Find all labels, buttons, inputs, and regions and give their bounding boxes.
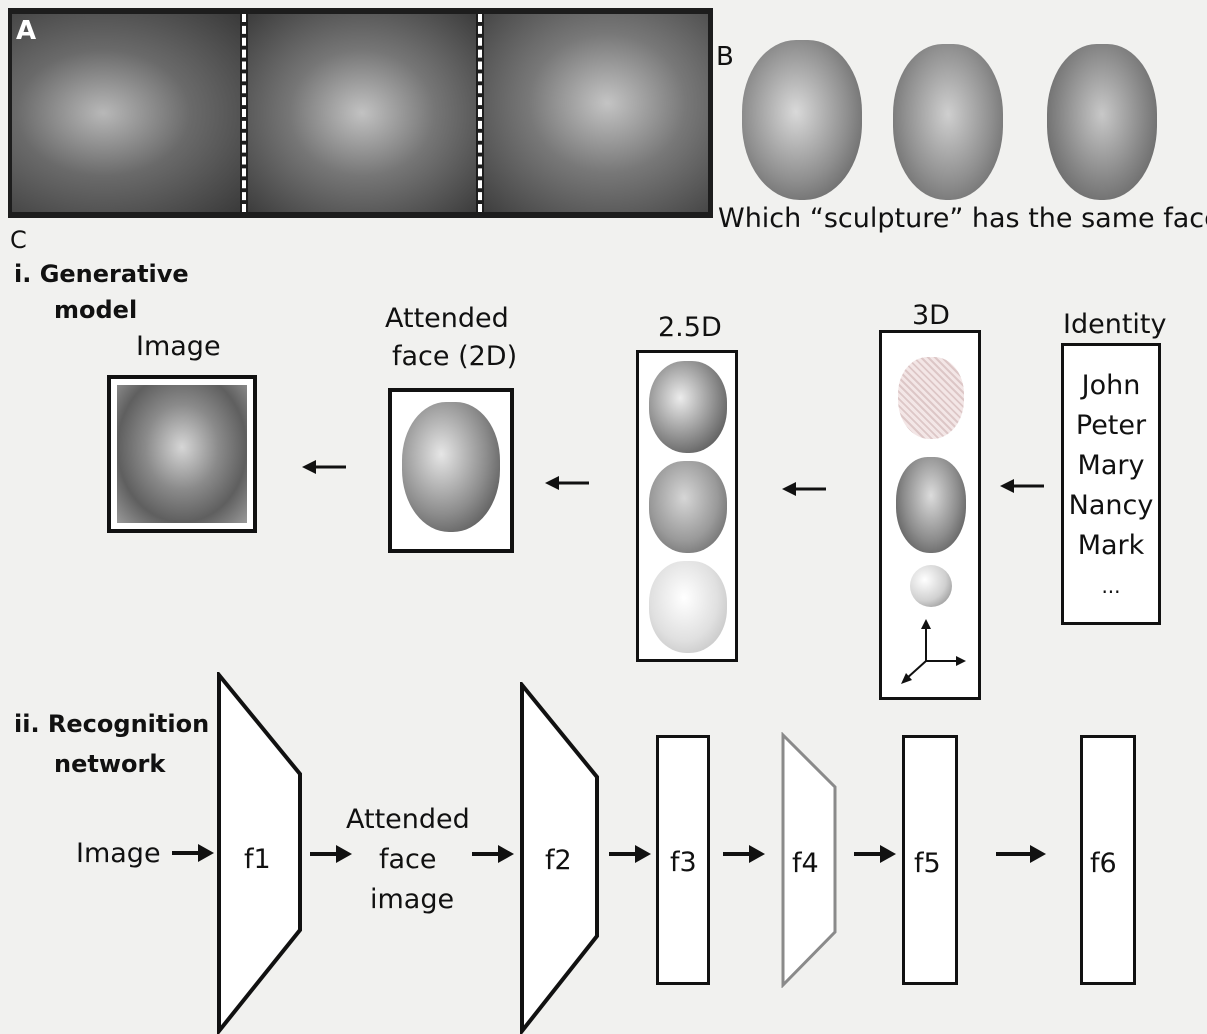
panel-a-label: A <box>16 16 36 46</box>
identity-item: Mark <box>1064 526 1158 566</box>
attended-face-label-line1: Attended <box>385 305 509 332</box>
frame-25d <box>636 350 738 662</box>
recognition-input-label: Image <box>76 840 161 867</box>
recognition-title-line1: ii. Recognition <box>14 712 209 736</box>
label-3d: 3D <box>912 302 950 329</box>
film-frame-3 <box>484 14 708 212</box>
face-25d-albedo <box>649 461 727 553</box>
f5-label: f5 <box>914 850 941 877</box>
identity-item: Peter <box>1064 406 1158 446</box>
frame-divider-1 <box>242 14 246 212</box>
gen-arrow-to-25d <box>782 480 828 502</box>
attended-face-frame <box>388 388 514 553</box>
identity-item: Mary <box>1064 446 1158 486</box>
image-frame <box>107 375 257 533</box>
identity-item: John <box>1064 366 1158 406</box>
textured-face-3d <box>896 457 966 553</box>
sculpture-face-1 <box>742 40 862 200</box>
identity-item: Nancy <box>1064 486 1158 526</box>
recognition-attended-line3: image <box>370 886 454 913</box>
panel-b-label: B <box>716 44 734 70</box>
attended-face-label-line2: face (2D) <box>392 343 517 370</box>
f4-label: f4 <box>792 850 819 877</box>
gen-arrow-to-attended <box>545 474 591 496</box>
frame-divider-2 <box>478 14 482 212</box>
label-25d: 2.5D <box>658 314 722 341</box>
panel-c-label: C <box>10 228 27 252</box>
sculpture-face-2 <box>893 44 1003 200</box>
f6-label: f6 <box>1090 850 1117 877</box>
arrow-f3-to-f4 <box>721 843 767 869</box>
arrow-f1-to-attended <box>308 843 354 869</box>
f2-label: f2 <box>545 847 572 874</box>
arrow-f4-to-f5 <box>852 843 898 869</box>
f1-label: f1 <box>244 846 271 873</box>
panel-a-filmstrip: A <box>8 8 713 218</box>
f3-label: f3 <box>670 849 697 876</box>
generative-title-line2: model <box>54 298 137 322</box>
face-25d-normals <box>649 561 727 653</box>
identity-list: John Peter Mary Nancy Mark ... <box>1061 343 1161 625</box>
identity-item: ... <box>1064 566 1158 606</box>
sculpture-face-3 <box>1047 44 1157 200</box>
image-label: Image <box>136 333 221 360</box>
recognition-attended-line1: Attended <box>346 806 470 833</box>
pose-axes-icon <box>898 617 968 689</box>
face-25d-shaded <box>649 361 727 453</box>
arrow-attended-to-f2 <box>470 843 516 869</box>
generative-title-line1: i. Generative <box>14 262 189 286</box>
gen-arrow-to-image <box>302 458 348 480</box>
arrow-f2-to-f3 <box>607 843 653 869</box>
gen-arrow-to-3d <box>1000 477 1046 499</box>
recognition-attended-line2: face <box>379 846 437 873</box>
lighting-sphere <box>910 565 952 607</box>
film-frame-2 <box>248 14 476 212</box>
sculpture-question: Which “sculpture” has the same face? <box>718 205 1207 232</box>
identity-label: Identity <box>1063 311 1166 338</box>
recognition-title-line2: network <box>54 752 165 776</box>
noisy-face-image <box>117 385 247 523</box>
arrow-f5-to-f6 <box>994 843 1048 869</box>
mesh-face-3d <box>898 357 964 439</box>
frame-3d <box>879 330 981 700</box>
attended-face-2d <box>402 402 500 532</box>
film-frame-1 <box>12 14 240 212</box>
arrow-image-to-f1 <box>170 842 216 868</box>
